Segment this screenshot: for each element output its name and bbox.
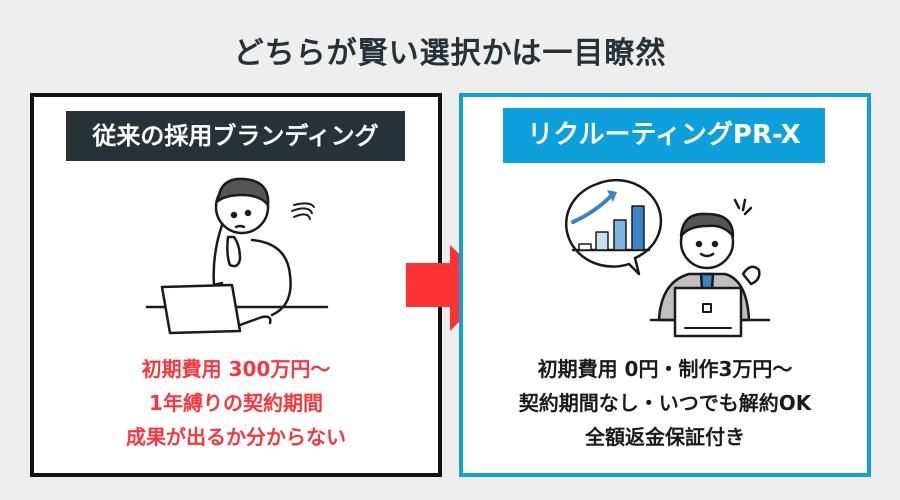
- page-title: どちらが賢い選択かは一目瞭然: [233, 36, 667, 71]
- traditional-drawbacks-list: 初期費用 300万円〜 1年縛りの契約期間 成果が出るか分からない: [34, 352, 438, 454]
- benefit-cost: 初期費用 0円・制作3万円〜: [537, 357, 793, 381]
- benefit-guarantee: 全額返金保証付き: [585, 425, 745, 449]
- prx-benefits-list: 初期費用 0円・制作3万円〜 契約期間なし・いつでも解約OK 全額返金保証付き: [463, 352, 867, 454]
- panel-label-traditional: 従来の採用ブランディング: [66, 111, 405, 161]
- traditional-branding-panel: 従来の採用ブランディング 初期費用 300万円〜 1年縛りの契約期間 成果が出る…: [30, 93, 442, 477]
- drawback-results: 成果が出るか分からない: [126, 425, 346, 449]
- recruiting-prx-panel: リクルーティングPR-X 初期費用 0円・制作3万円〜: [459, 93, 871, 477]
- panel-label-prx: リクルーティングPR-X: [503, 108, 825, 163]
- drawback-contract: 1年縛りの契約期間: [149, 391, 323, 415]
- benefit-contract: 契約期間なし・いつでも解約OK: [518, 391, 812, 415]
- confident-businessman-illustration: [564, 178, 771, 338]
- drawback-cost: 初期費用 300万円〜: [141, 357, 331, 381]
- worried-man-illustration: [145, 177, 329, 335]
